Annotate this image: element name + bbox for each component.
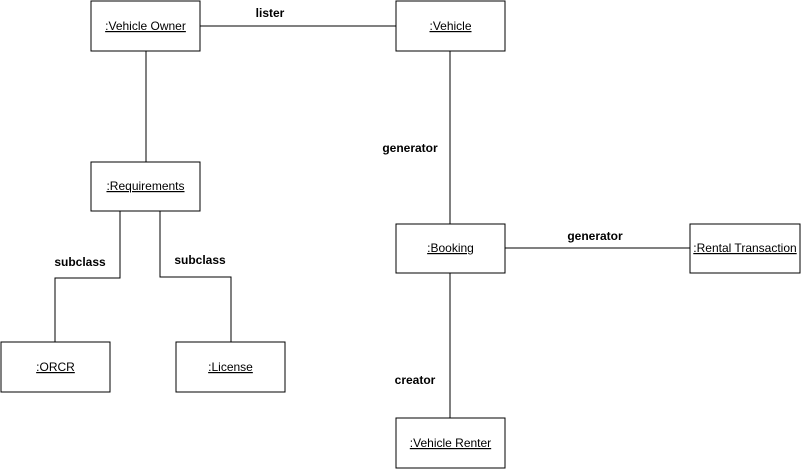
edge-requirements-license bbox=[159, 211, 232, 342]
connectors bbox=[54, 25, 690, 418]
node-label: :License bbox=[208, 360, 253, 374]
node-vehicle-owner[interactable]: :Vehicle Owner bbox=[90, 0, 201, 52]
node-label: :Vehicle Renter bbox=[410, 436, 491, 450]
node-orcr[interactable]: :ORCR bbox=[0, 341, 111, 393]
edge-label-generator-vehicle: generator bbox=[382, 141, 438, 155]
node-vehicle-renter[interactable]: :Vehicle Renter bbox=[395, 417, 506, 469]
node-label: :Rental Transaction bbox=[693, 241, 796, 255]
edge-label-creator: creator bbox=[395, 373, 436, 387]
node-vehicle[interactable]: :Vehicle bbox=[395, 0, 506, 52]
node-license[interactable]: :License bbox=[175, 341, 286, 393]
node-label: :ORCR bbox=[36, 360, 75, 374]
edge-labels: lister generator generator subclass subc… bbox=[54, 6, 623, 387]
edge-requirements-orcr bbox=[54, 211, 121, 342]
node-booking[interactable]: :Booking bbox=[395, 223, 506, 274]
node-label: :Vehicle Owner bbox=[105, 19, 186, 33]
node-rental-transaction[interactable]: :Rental Transaction bbox=[689, 223, 801, 274]
node-requirements[interactable]: :Requirements bbox=[90, 161, 201, 212]
edge-label-generator-rental: generator bbox=[567, 229, 623, 243]
node-label: :Requirements bbox=[106, 179, 184, 193]
edge-label-lister: lister bbox=[256, 6, 285, 20]
node-label: :Vehicle bbox=[429, 19, 471, 33]
edge-label-subclass-orcr: subclass bbox=[54, 255, 106, 269]
edge-label-subclass-license: subclass bbox=[174, 253, 226, 267]
node-label: :Booking bbox=[427, 241, 474, 255]
